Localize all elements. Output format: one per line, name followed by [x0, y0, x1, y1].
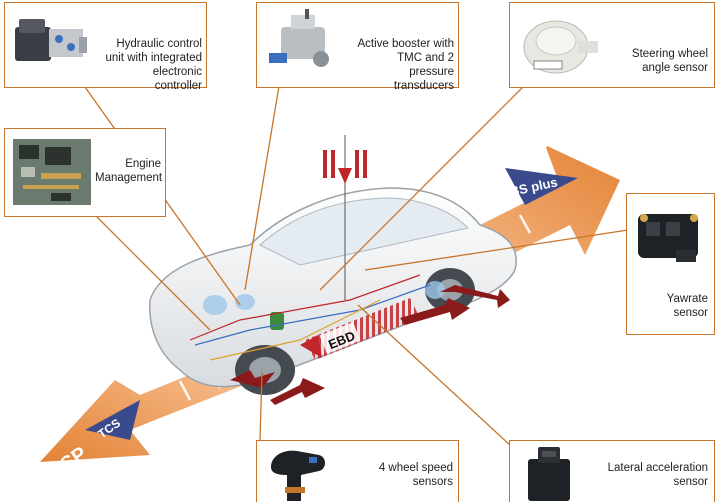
hcu-callout: Hydraulic control unit with integrated e… [4, 2, 207, 92]
steering-sensor-icon [523, 20, 598, 74]
lateral-accel-sensor-icon [528, 447, 570, 501]
ebd-center-marker [323, 135, 367, 300]
hcu-icon [15, 19, 87, 61]
engine-label: Engine Management [95, 158, 163, 184]
engine-ecu-icon [13, 139, 91, 205]
lateral-accel-label: Lateral acceleration sensor [607, 462, 708, 488]
wheel-speed-label: 4 wheel speed sensors [378, 462, 453, 488]
booster-callout: Active booster with TMC and 2 pressure t… [256, 2, 459, 92]
booster-label: Active booster with TMC and 2 pressure t… [357, 38, 454, 92]
ebd-band [300, 298, 420, 360]
steering-sensor-callout: Steering wheel angle sensor [509, 2, 715, 88]
yawrate-label: Yawrate sensor [666, 293, 708, 319]
steering-sensor-label: Steering wheel angle sensor [631, 48, 708, 74]
lateral-accel-callout: Lateral acceleration sensor [509, 440, 715, 502]
wheel-speed-callout: 4 wheel speed sensors [256, 440, 459, 502]
wheel-speed-sensor-icon [271, 450, 325, 501]
yawrate-sensor-icon [638, 214, 698, 262]
hcu-label: Hydraulic control unit with integrated e… [105, 38, 202, 92]
yawrate-callout: Yawrate sensor [626, 193, 715, 335]
wheel-force-arrows [230, 285, 510, 405]
engine-callout: Engine Management [4, 128, 166, 217]
booster-icon [269, 9, 329, 67]
